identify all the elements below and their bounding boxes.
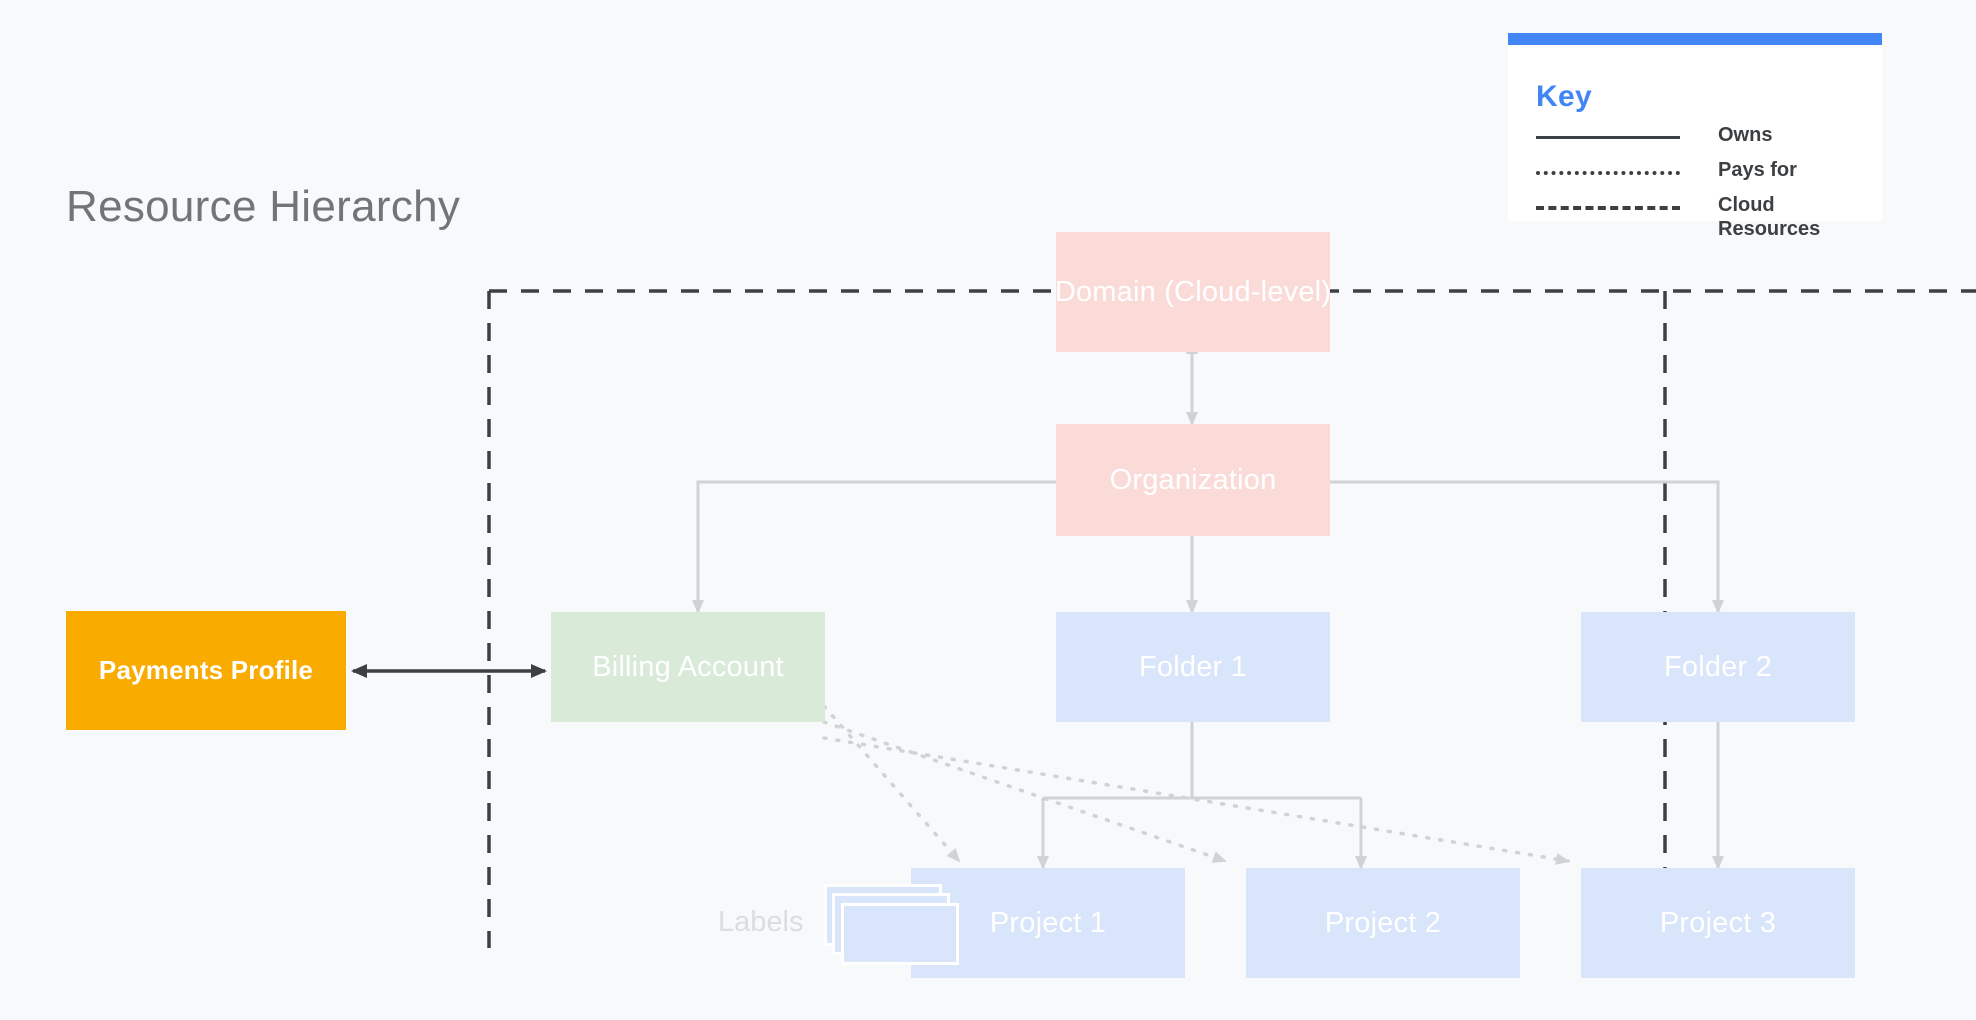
node-label: Project 3 xyxy=(1659,906,1777,939)
node-label: Project 2 xyxy=(1324,906,1442,939)
node-organization[interactable]: Organization xyxy=(1056,424,1330,536)
node-domain[interactable]: Domain (Cloud-level) xyxy=(1054,232,1332,352)
node-folder-1[interactable]: Folder 1 xyxy=(1056,612,1330,722)
edge-billing-pays-projects xyxy=(822,704,1570,865)
node-label: Billing Account xyxy=(592,650,784,683)
node-folder-2[interactable]: Folder 2 xyxy=(1581,612,1855,722)
node-project-2[interactable]: Project 2 xyxy=(1246,868,1520,978)
node-label: Folder 2 xyxy=(1664,650,1772,683)
legend-item-pays-for: Pays for xyxy=(1536,159,1866,195)
solid-line-icon xyxy=(1536,136,1680,139)
node-payments-profile[interactable]: Payments Profile xyxy=(66,611,346,730)
node-label: Domain (Cloud-level) xyxy=(1054,275,1332,308)
legend-panel: Key Owns Pays for Cloud Resources xyxy=(1508,33,1882,240)
legend-accent-bar xyxy=(1508,33,1882,45)
node-label: Project 1 xyxy=(989,906,1107,939)
page-title: Resource Hierarchy xyxy=(66,182,461,231)
legend-item-cloud-resources: Cloud Resources xyxy=(1536,194,1866,240)
node-label: Organization xyxy=(1109,463,1277,496)
node-billing-account[interactable]: Billing Account xyxy=(551,612,825,722)
legend-items: Owns Pays for Cloud Resources xyxy=(1536,124,1866,240)
node-label: Payments Profile xyxy=(98,655,314,685)
label-card-front xyxy=(841,903,959,965)
node-project-3[interactable]: Project 3 xyxy=(1581,868,1855,978)
dotted-line-icon xyxy=(1536,171,1680,175)
legend-item-owns: Owns xyxy=(1536,124,1866,160)
labels-caption: Labels xyxy=(718,906,804,938)
dashed-line-icon xyxy=(1536,206,1680,210)
labels-stack-icon xyxy=(824,884,960,970)
edge-organization-children xyxy=(692,480,1724,614)
legend-label: Pays for xyxy=(1718,159,1797,181)
node-label: Folder 1 xyxy=(1139,650,1247,683)
legend-heading: Key xyxy=(1536,80,1592,113)
edge-folder1-projects xyxy=(1037,722,1367,870)
legend-label: Cloud Resources xyxy=(1718,194,1821,240)
legend-label: Owns xyxy=(1718,124,1773,146)
